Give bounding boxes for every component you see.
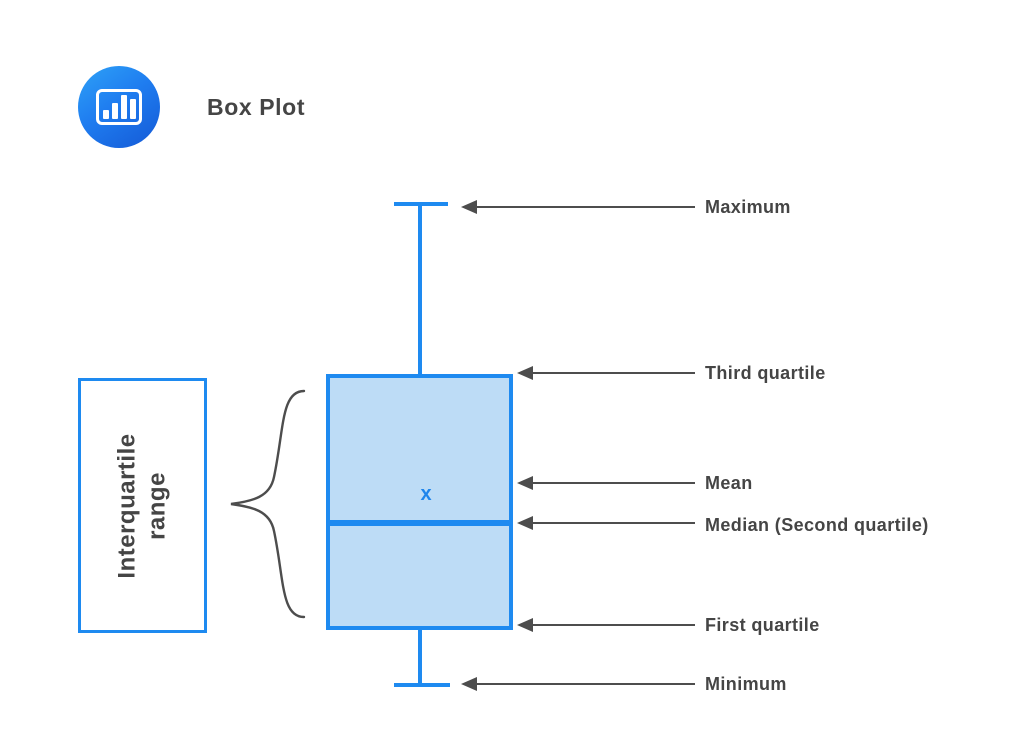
arrow-line: [477, 206, 695, 208]
arrow-line: [533, 482, 695, 484]
arrowhead-left-icon: [517, 366, 533, 380]
interquartile-range-label: Interquartile range: [113, 432, 171, 579]
arrow-line: [533, 522, 695, 524]
whisker-cap-minimum: [394, 683, 450, 687]
label-mean: Mean: [705, 473, 753, 493]
page-title: Box Plot: [207, 94, 306, 120]
mean-marker: x: [420, 483, 432, 505]
median-line: [329, 520, 510, 526]
arrowhead-left-icon: [461, 677, 477, 691]
arrow-mean: [517, 476, 695, 490]
logo-bar: [120, 95, 127, 119]
label-third-quartile: Third quartile: [705, 363, 826, 383]
logo-bar: [102, 110, 109, 119]
logo-bar: [129, 99, 136, 119]
arrow-third-quartile: [517, 366, 695, 380]
label-maximum: Maximum: [705, 197, 791, 217]
arrow-line: [533, 372, 695, 374]
logo-bar: [111, 103, 118, 119]
arrow-median: [517, 516, 695, 530]
arrowhead-left-icon: [461, 200, 477, 214]
label-minimum: Minimum: [705, 674, 787, 694]
interquartile-range-box: Interquartile range: [78, 378, 207, 633]
whisker-stem-top: [418, 204, 422, 374]
label-first-quartile: First quartile: [705, 615, 820, 635]
label-median: Median (Second quartile): [705, 515, 929, 535]
curly-brace: [230, 389, 306, 619]
arrow-line: [477, 683, 695, 685]
arrowhead-left-icon: [517, 618, 533, 632]
arrow-minimum: [461, 677, 695, 691]
arrowhead-left-icon: [517, 516, 533, 530]
bar-chart-frame: [96, 89, 142, 125]
whisker-stem-bottom: [418, 630, 422, 685]
bar-chart-logo-icon: [78, 66, 160, 148]
arrow-line: [533, 624, 695, 626]
boxplot-box: x: [326, 374, 513, 630]
arrow-first-quartile: [517, 618, 695, 632]
arrow-maximum: [461, 200, 695, 214]
arrowhead-left-icon: [517, 476, 533, 490]
